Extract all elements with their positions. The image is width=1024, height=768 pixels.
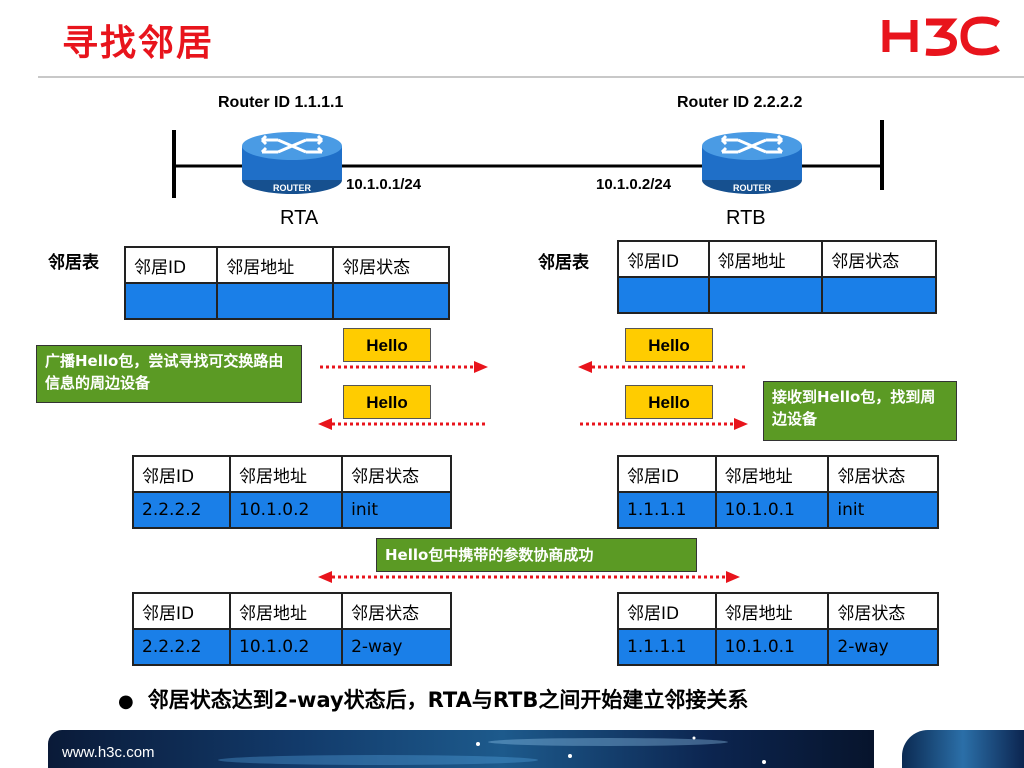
header-neighbor-state: 邻居状态 [827, 592, 939, 630]
cell-neighbor-state: init [827, 491, 939, 529]
rtb-neighbor-table-label: 邻居表 [538, 253, 589, 273]
cell-neighbor-state: 2-way [827, 628, 939, 666]
header-neighbor-id: 邻居ID [132, 455, 231, 493]
rtb-name: RTB [726, 207, 766, 229]
bullet-dot-icon: ● [118, 691, 134, 712]
arrow-rta-to-rtb-right [320, 361, 488, 373]
summary-bullet: ● 邻居状态达到2-way状态后，RTA与RTB之间开始建立邻接关系 [118, 684, 748, 714]
cell-neighbor-address: 10.1.0.2 [228, 628, 344, 666]
rtb-interface-ip: 10.1.0.2/24 [596, 176, 672, 193]
note-negotiation-success: Hello包中携带的参数协商成功 [376, 538, 697, 572]
rta-name: RTA [280, 207, 319, 229]
header-neighbor-state: 邻居状态 [341, 592, 452, 630]
cell-neighbor-address: 10.1.0.2 [228, 491, 344, 529]
router-rta-icon [242, 132, 342, 194]
rta-neighbor-table-label: 邻居表 [48, 253, 99, 273]
rta-interface-ip: 10.1.0.1/24 [346, 176, 422, 193]
header-neighbor-id: 邻居ID [617, 592, 717, 630]
cell-neighbor-state: init [341, 491, 452, 529]
cell-neighbor-state: 2-way [341, 628, 452, 666]
cell-neighbor-state [332, 282, 450, 320]
rta-router-id: Router ID 1.1.1.1 [218, 94, 344, 111]
title-divider [38, 76, 1024, 78]
hello-packet-rta-in: Hello [343, 385, 431, 419]
note-receive-hello: 接收到Hello包，找到周边设备 [763, 381, 957, 441]
header-neighbor-state: 邻居状态 [821, 240, 937, 278]
cell-neighbor-address: 10.1.0.1 [714, 491, 830, 529]
cell-neighbor-state [821, 276, 937, 314]
router-rta-icon-label: ROUTER [273, 183, 311, 193]
cell-neighbor-id [617, 276, 710, 314]
hello-packet-rtb-in: Hello [625, 328, 713, 362]
header-neighbor-state: 邻居状态 [332, 246, 450, 284]
arrow-bidirectional-negotiation [318, 571, 740, 583]
router-rtb-icon-label: ROUTER [733, 183, 771, 193]
cell-neighbor-id [123, 282, 219, 320]
arrow-rta-inbound-left [318, 418, 486, 430]
cell-neighbor-id: 2.2.2.2 [132, 491, 231, 529]
header-neighbor-address: 邻居地址 [228, 455, 344, 493]
cell-neighbor-id: 1.1.1.1 [617, 491, 717, 529]
rtb-router-id: Router ID 2.2.2.2 [677, 94, 803, 111]
header-neighbor-address: 邻居地址 [714, 455, 830, 493]
cell-neighbor-id: 1.1.1.1 [617, 628, 717, 666]
header-neighbor-address: 邻居地址 [216, 246, 335, 284]
header-neighbor-id: 邻居ID [617, 240, 710, 278]
header-neighbor-address: 邻居地址 [228, 592, 344, 630]
topology-diagram [172, 120, 884, 198]
cell-neighbor-address [707, 276, 824, 314]
header-neighbor-state: 邻居状态 [341, 455, 452, 493]
arrow-rtb-from-rta-left [578, 361, 746, 373]
header-neighbor-id: 邻居ID [132, 592, 231, 630]
header-neighbor-address: 邻居地址 [707, 240, 824, 278]
cell-neighbor-address: 10.1.0.1 [714, 628, 830, 666]
hello-packet-rtb-out: Hello [625, 385, 713, 419]
footer-light-streaks [218, 736, 766, 765]
h3c-logo [882, 16, 1000, 56]
router-rtb-icon [702, 132, 802, 194]
header-neighbor-id: 邻居ID [617, 455, 717, 493]
footer-url: www.h3c.com [62, 744, 155, 761]
footer-banner: www.h3c.com [48, 730, 874, 768]
summary-bullet-text: 邻居状态达到2-way状态后，RTA与RTB之间开始建立邻接关系 [147, 688, 749, 712]
note-broadcast-hello: 广播Hello包，尝试寻找可交换路由信息的周边设备 [36, 345, 302, 403]
cell-neighbor-address [216, 282, 335, 320]
header-neighbor-address: 邻居地址 [714, 592, 830, 630]
cell-neighbor-id: 2.2.2.2 [132, 628, 231, 666]
header-neighbor-id: 邻居ID [123, 246, 219, 284]
header-neighbor-state: 邻居状态 [827, 455, 939, 493]
footer-right-ornament [902, 730, 1024, 768]
slide-title: 寻找邻居 [62, 23, 215, 64]
hello-packet-rta-out: Hello [343, 328, 431, 362]
arrow-rtb-outbound-right [580, 418, 748, 430]
